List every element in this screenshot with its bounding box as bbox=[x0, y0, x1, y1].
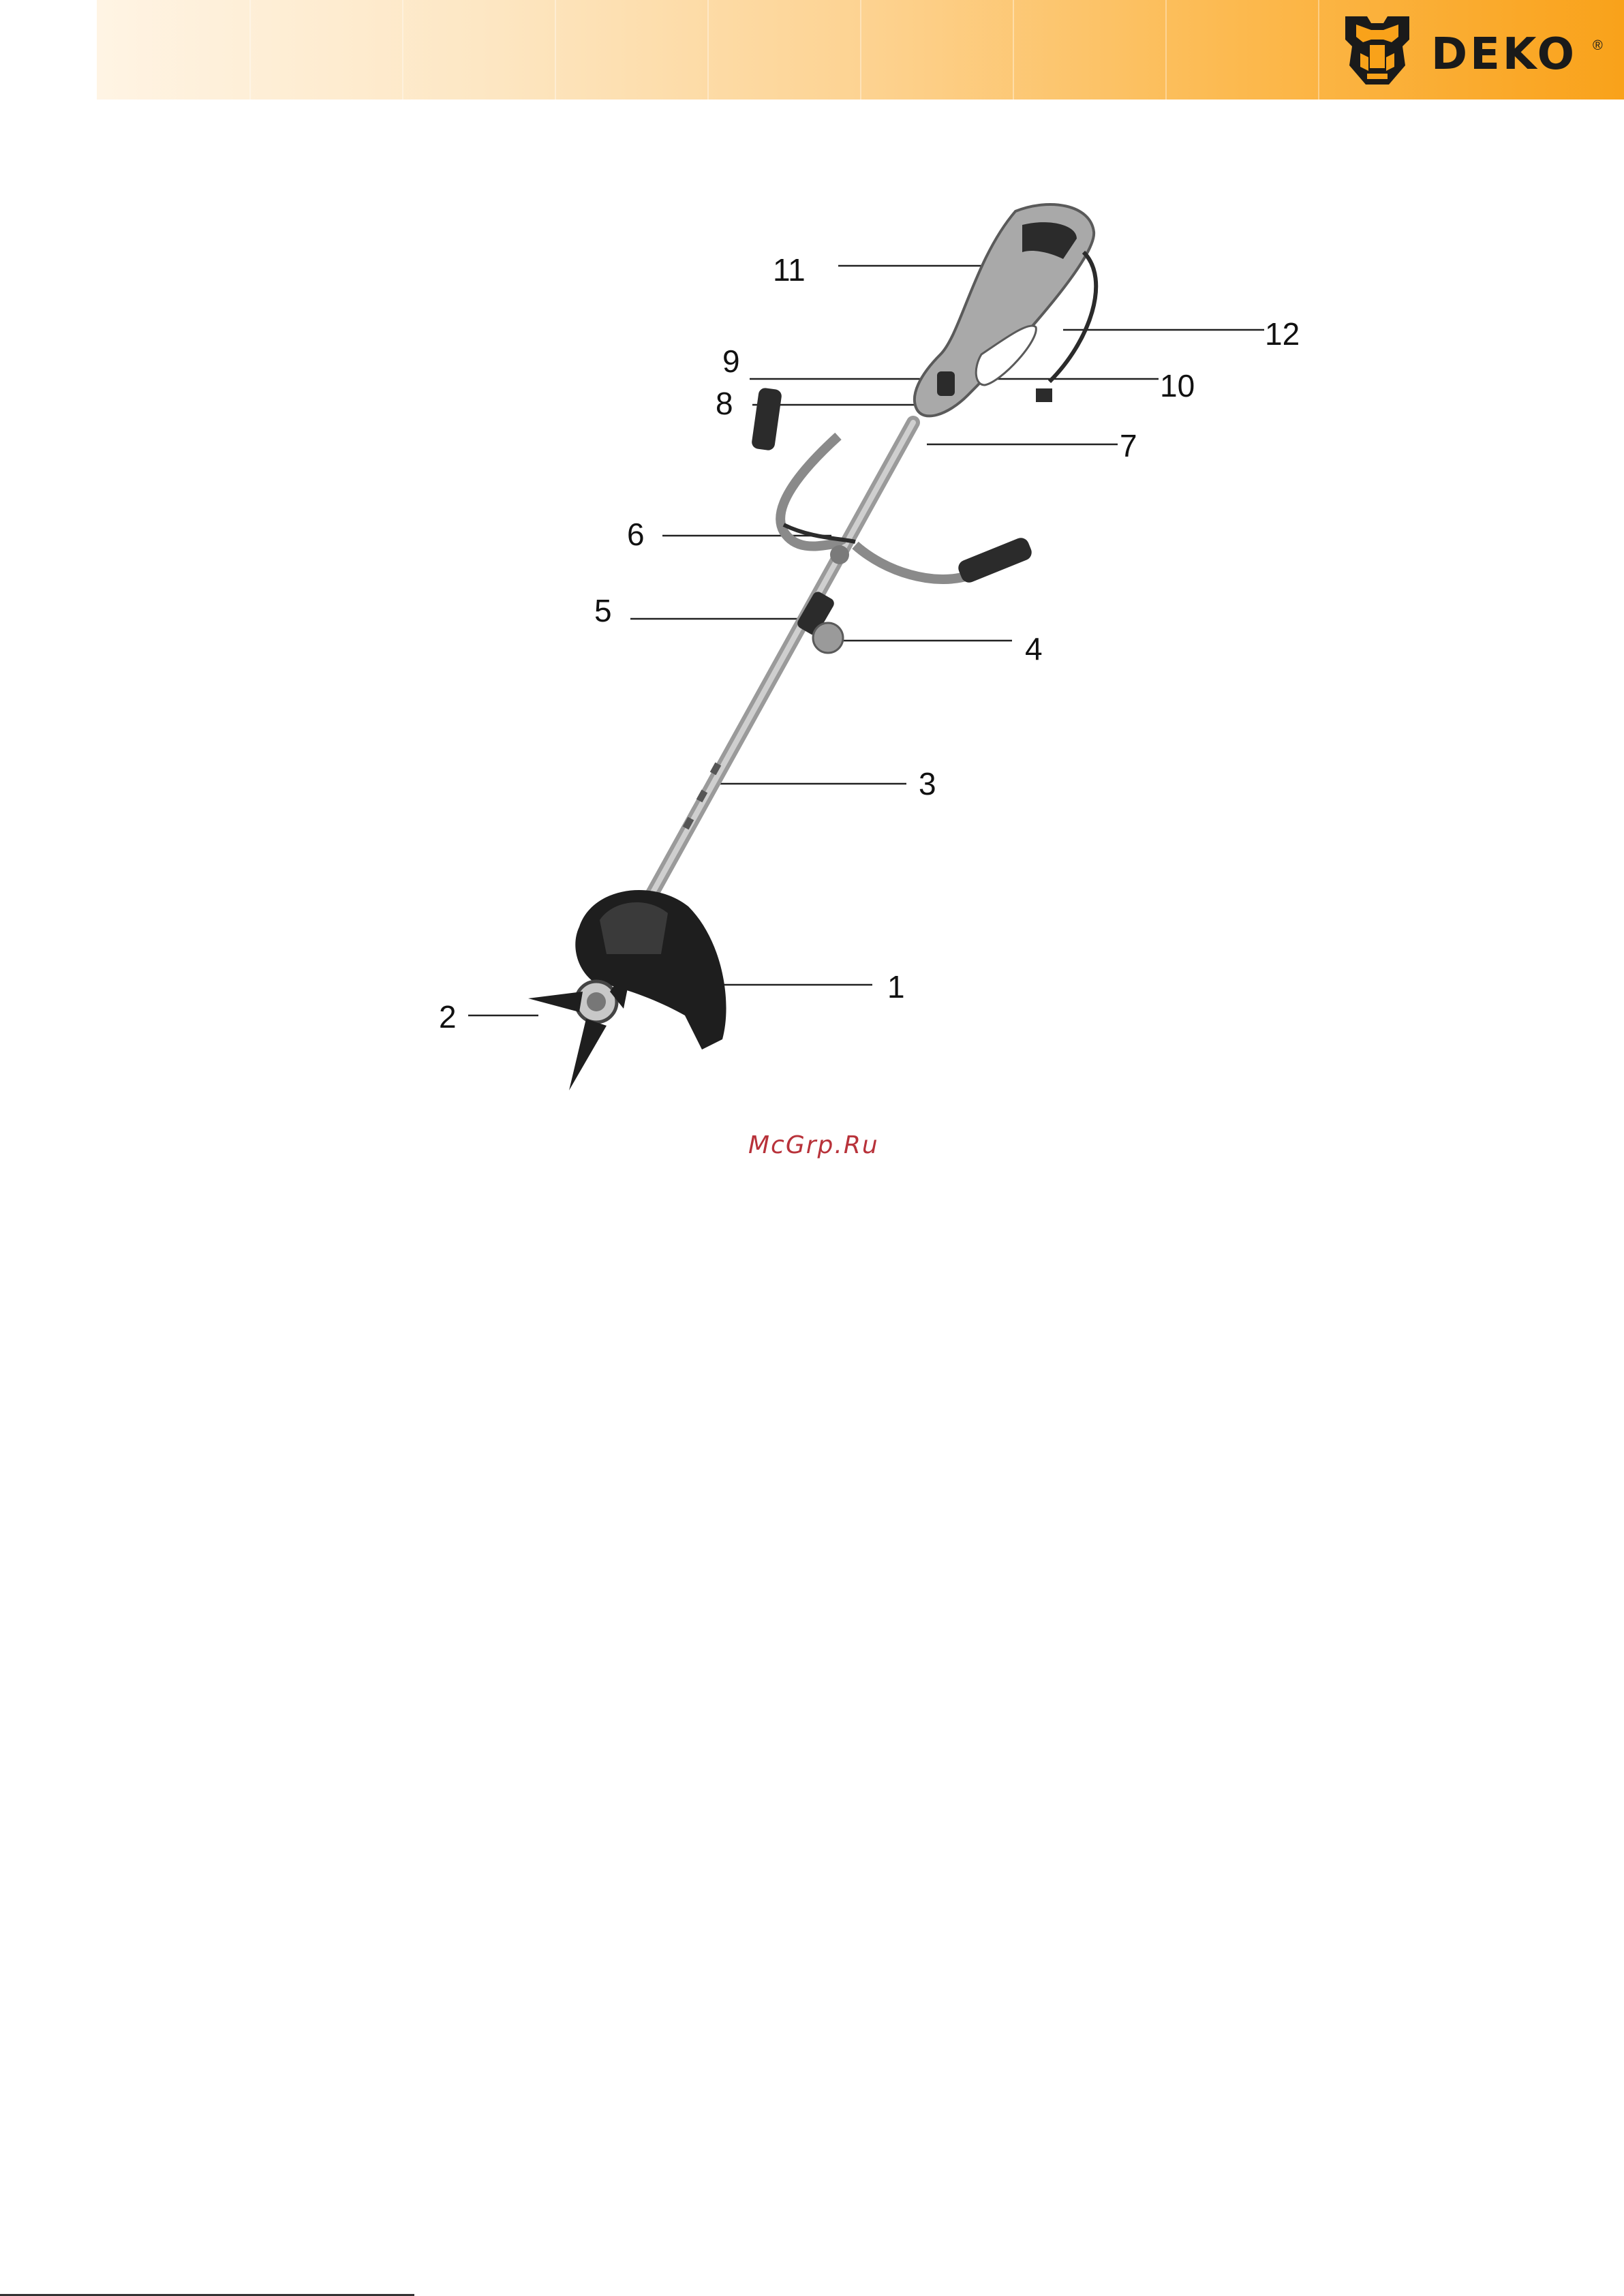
callout-6: 6 bbox=[627, 517, 645, 552]
callout-2: 2 bbox=[439, 999, 457, 1035]
shoulder-strap-mount bbox=[795, 590, 843, 653]
callout-leader-lines bbox=[468, 266, 1264, 1015]
callout-4: 4 bbox=[1025, 631, 1043, 667]
callout-8: 8 bbox=[716, 386, 733, 421]
watermark-text: McGrp.Ru bbox=[748, 1131, 879, 1159]
callout-labels: 11 12 9 10 8 7 6 5 4 3 1 2 bbox=[439, 252, 1300, 1035]
handle-housing bbox=[915, 204, 1096, 416]
callout-3: 3 bbox=[919, 766, 936, 801]
callout-7: 7 bbox=[1120, 428, 1137, 463]
callout-10: 10 bbox=[1160, 368, 1195, 403]
callout-9: 9 bbox=[722, 343, 740, 379]
bike-handlebar bbox=[751, 387, 1034, 585]
callout-11: 11 bbox=[773, 252, 806, 288]
guard-and-head bbox=[528, 890, 726, 1090]
callout-12: 12 bbox=[1265, 316, 1300, 352]
electric-brush-cutter-illustration: 11 12 9 10 8 7 6 5 4 3 1 2 bbox=[0, 0, 1624, 1159]
callout-1: 1 bbox=[887, 969, 905, 1005]
callout-5: 5 bbox=[594, 593, 612, 628]
